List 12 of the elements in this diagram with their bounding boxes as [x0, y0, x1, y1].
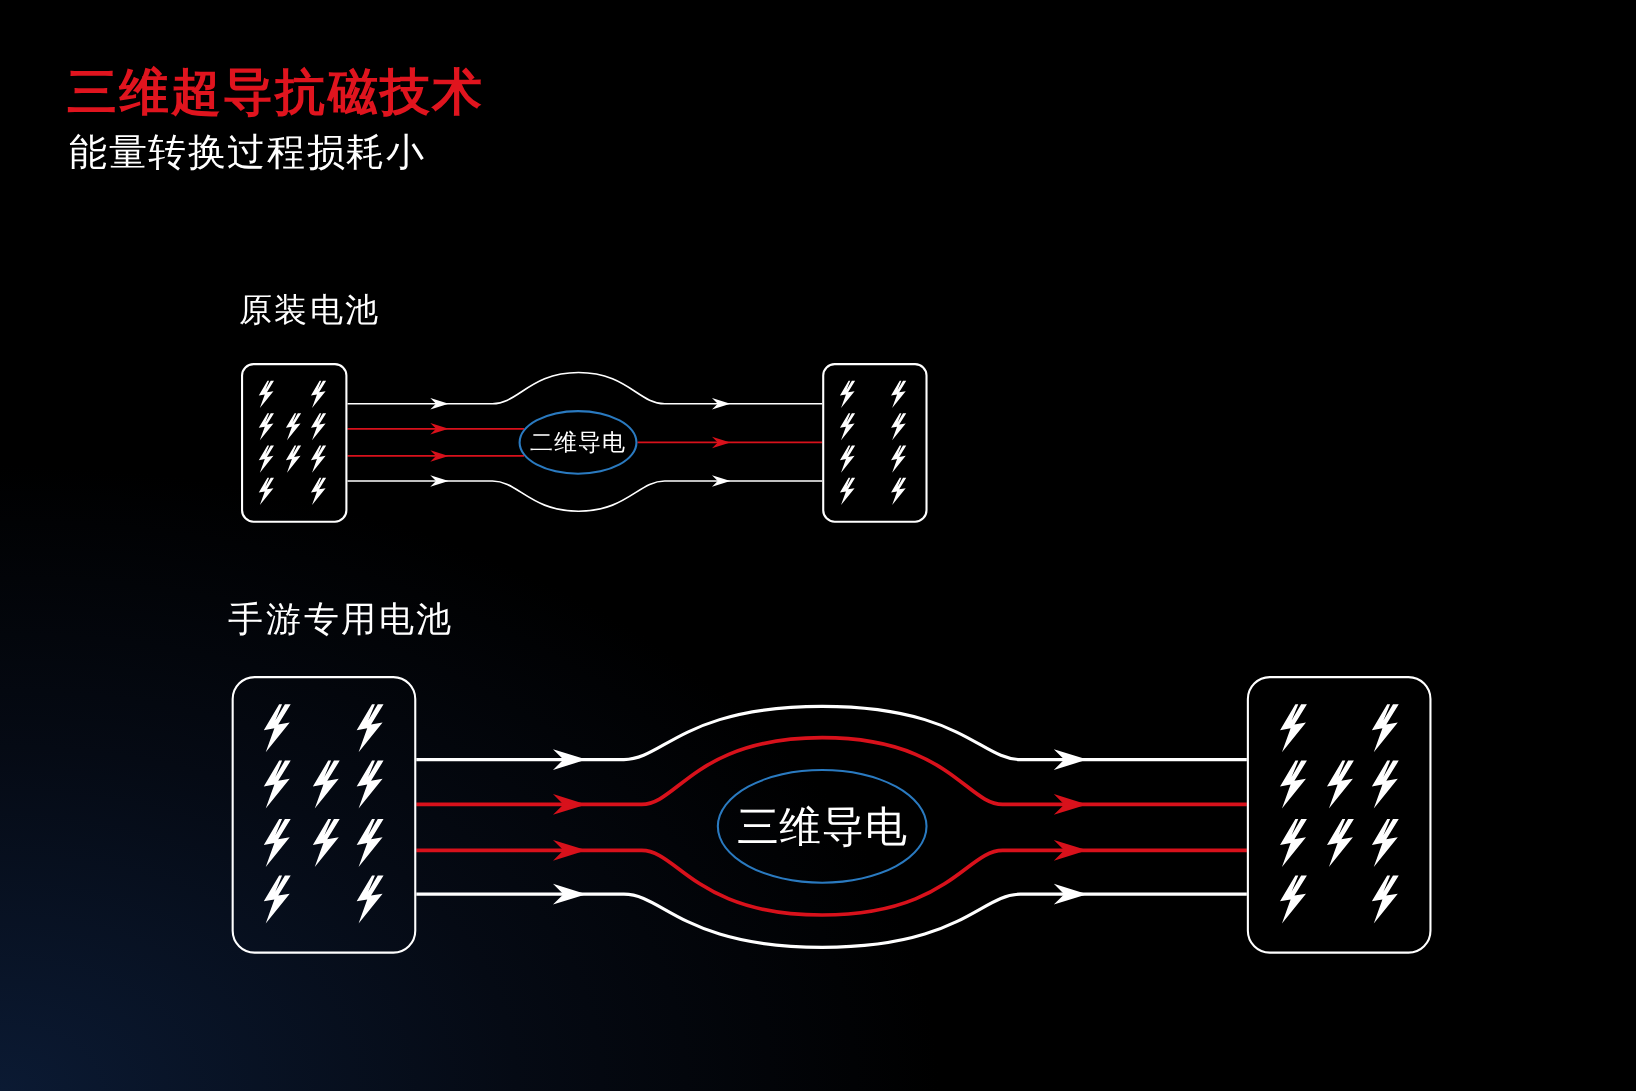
section-label: 手游专用电池	[228, 596, 454, 642]
ellipse-label: 二维导电	[530, 427, 626, 457]
battery-box	[822, 363, 928, 523]
title: 三维超导抗磁技术	[66, 60, 485, 122]
battery-box	[231, 676, 417, 954]
battery-box	[1246, 676, 1432, 954]
subtitle: 能量转换过程损耗小	[68, 129, 426, 176]
section-label: 原装电池	[238, 289, 381, 332]
battery-box	[241, 363, 348, 523]
ellipse-label: 三维导电	[736, 800, 908, 852]
conduction-ellipse	[518, 410, 638, 475]
conduction-ellipse	[716, 768, 928, 884]
